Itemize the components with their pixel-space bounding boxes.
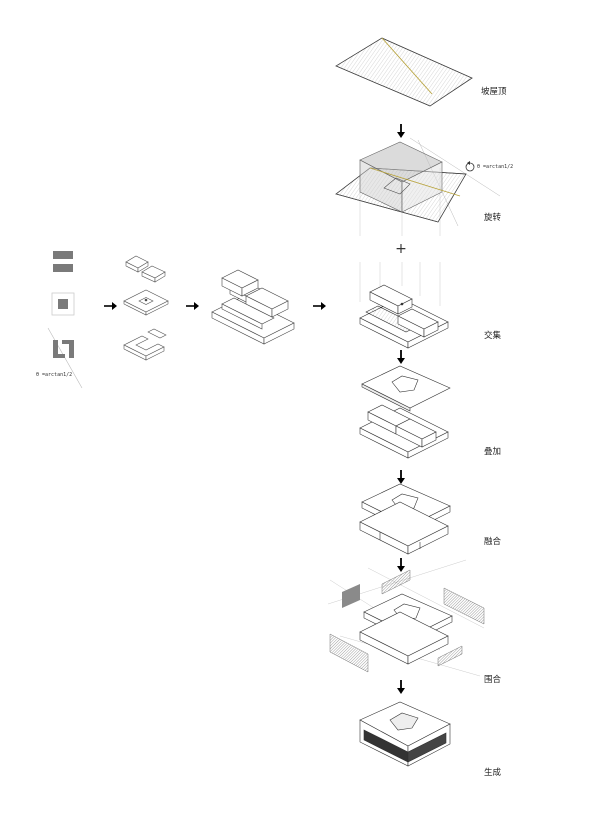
axon-l-shape-icon bbox=[123, 328, 167, 361]
axon-bars-icon bbox=[125, 255, 166, 283]
rotation-formula: θ =arctan1/2 bbox=[477, 164, 514, 170]
merge-model bbox=[359, 483, 451, 555]
overlay-model bbox=[359, 365, 451, 459]
step-label-overlay: 叠加 bbox=[484, 447, 502, 457]
arrow-down-icon bbox=[397, 680, 405, 694]
step-label-roof: 坡屋顶 bbox=[481, 87, 507, 97]
pitched-roof-model bbox=[335, 37, 473, 107]
primitive-l-shape-icon bbox=[47, 327, 83, 389]
arrow-down-icon bbox=[397, 124, 405, 138]
rotated-roof-model bbox=[335, 137, 501, 236]
step-label-intersect: 交集 bbox=[484, 331, 502, 341]
intersection-model bbox=[359, 262, 449, 349]
plus-symbol: + bbox=[395, 241, 407, 257]
step-label-merge: 融合 bbox=[484, 537, 502, 547]
arrow-down-icon bbox=[397, 350, 405, 364]
arrow-right-icon bbox=[313, 302, 326, 310]
step-label-enclose: 围合 bbox=[484, 675, 502, 685]
primitive-bars-icon bbox=[53, 251, 73, 272]
step-label-generate: 生成 bbox=[484, 768, 502, 778]
axon-square-icon bbox=[123, 289, 169, 316]
enclosure-model bbox=[327, 559, 485, 677]
arrow-down-icon bbox=[397, 558, 405, 572]
step-label-rotate: 旋转 bbox=[484, 213, 502, 223]
generated-building-model bbox=[359, 701, 451, 767]
primitive-square-icon bbox=[51, 292, 75, 316]
left-rotation-formula: θ =arctan1/2 bbox=[36, 372, 73, 378]
arrow-down-icon bbox=[397, 470, 405, 484]
arrow-right-icon bbox=[186, 302, 199, 310]
arrow-right-icon bbox=[104, 302, 117, 310]
stacked-composition-icon bbox=[211, 269, 295, 345]
